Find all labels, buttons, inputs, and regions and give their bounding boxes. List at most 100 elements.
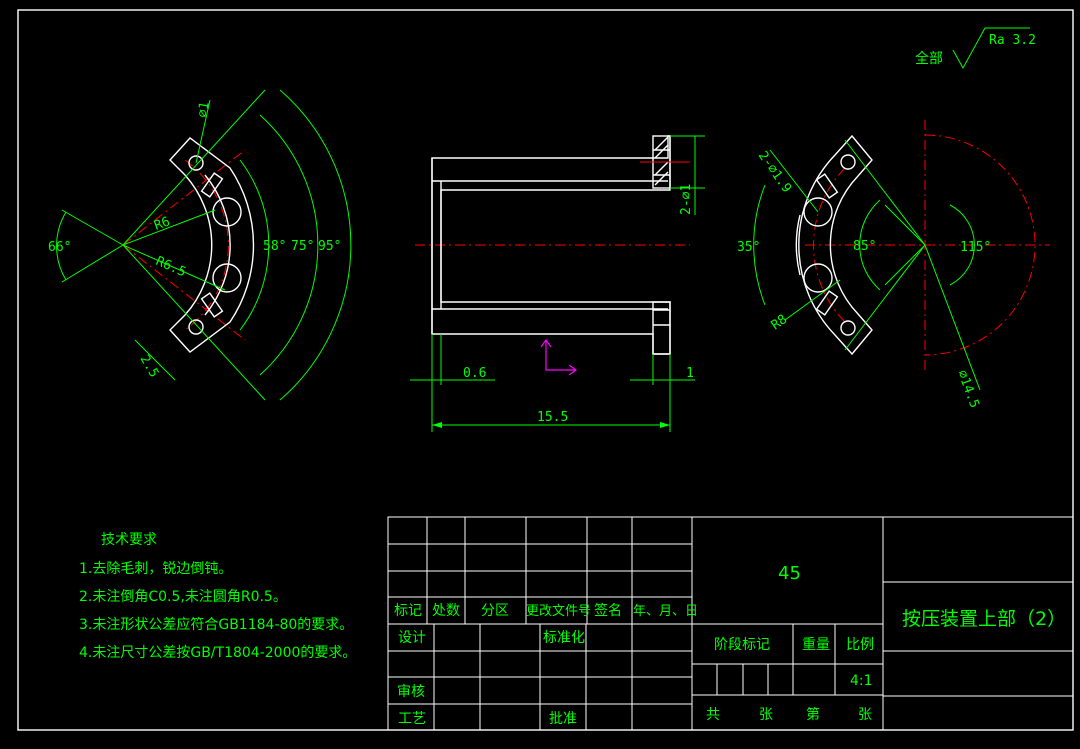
hdr-zone: 分区 xyxy=(481,603,509,619)
right-pitch-arc xyxy=(813,167,846,323)
tech-note-4: 4.未注尺寸公差按GB/T1804-2000的要求。 xyxy=(79,645,356,661)
label-scale: 比例 xyxy=(846,637,874,653)
ucs-y-arrow-icon xyxy=(540,338,552,348)
right-radius: R8 xyxy=(769,312,790,333)
left-angle-arc-95 xyxy=(279,89,352,401)
left-ext-line-c xyxy=(122,89,266,246)
right-ext-d xyxy=(884,244,926,286)
front-flange-bottom xyxy=(652,301,671,355)
surface-finish-label: 全部 xyxy=(915,50,943,67)
right-ext-a xyxy=(844,139,926,246)
left-part-outline xyxy=(169,137,255,353)
right-ext-c xyxy=(884,204,926,246)
right-large-hole-bottom xyxy=(803,263,833,293)
tech-note-3: 3.未注形状公差应符合GB1184-80的要求。 xyxy=(79,616,353,633)
left-radius-leader-r65 xyxy=(122,244,226,291)
left-small-hole-bottom xyxy=(188,319,204,335)
right-large-hole-top xyxy=(803,197,833,227)
right-angle-85: 85° xyxy=(853,239,876,254)
hdr-date: 年、月、日 xyxy=(633,604,698,619)
right-angle-arc-85 xyxy=(859,199,881,291)
left-width-dim-line xyxy=(134,339,176,381)
right-angle-arc-35 xyxy=(753,184,766,306)
scale-value: 4:1 xyxy=(850,673,873,689)
left-centerline-lower xyxy=(122,244,246,341)
left-angle-arc-58 xyxy=(239,159,270,331)
front-hole-label: 2-⌀1 xyxy=(679,184,694,215)
tech-note-1: 1.去除毛刺，锐边倒钝。 xyxy=(79,561,232,577)
arrow-left-icon xyxy=(432,422,442,428)
left-inner-arc xyxy=(204,174,231,316)
hatch-4 xyxy=(654,171,669,186)
hdr-count: 处数 xyxy=(432,603,460,619)
front-dim-length: 15.5 xyxy=(537,410,568,425)
surface-finish-symbol: 全部 Ra 3.2 xyxy=(915,27,1036,70)
right-slot-bottom xyxy=(815,290,839,316)
left-large-hole-top xyxy=(212,197,242,227)
tech-note-2: 2.未注倒角C0.5,未注圆角R0.5。 xyxy=(79,589,287,605)
right-small-hole-top xyxy=(840,154,856,170)
left-pitch-arc xyxy=(184,159,229,331)
right-diameter: ⌀14.5 xyxy=(954,368,981,410)
ucs-axis-icon xyxy=(545,340,576,371)
right-angle-115: 115° xyxy=(960,240,991,255)
roughness-check-icon xyxy=(952,27,1030,70)
hatch-3 xyxy=(654,161,669,176)
right-small-hole-bottom xyxy=(840,320,856,336)
tech-notes-title: 技术要求 xyxy=(101,532,157,548)
hatch-2 xyxy=(654,144,669,159)
left-ext-line-d xyxy=(122,244,266,401)
left-radius-leader-r6 xyxy=(122,209,216,246)
label-sheets-total: 共 xyxy=(706,707,720,723)
right-part-outline xyxy=(798,134,873,356)
left-small-hole-top xyxy=(188,155,204,171)
arrow-right-icon xyxy=(660,422,670,428)
left-width: 2.5 xyxy=(137,353,162,381)
ucs-x-arrow-icon xyxy=(568,364,578,376)
left-large-hole-bottom xyxy=(212,263,242,293)
right-outer-arc xyxy=(795,214,801,276)
surface-finish-value: Ra 3.2 xyxy=(989,33,1036,48)
left-centerline-upper xyxy=(122,149,246,246)
left-slot-bottom xyxy=(200,292,224,318)
right-angle-arc-115 xyxy=(949,204,975,286)
right-holes-leader xyxy=(769,149,819,213)
part-name: 按压装置上部（2） xyxy=(902,608,1066,630)
front-view: 2-⌀1 0.6 1 15.5 xyxy=(410,135,705,432)
hatch-1 xyxy=(654,136,669,151)
left-angle-75: 75° xyxy=(291,239,314,254)
hdr-sign: 签名 xyxy=(594,602,622,619)
front-dim-flange: 1 xyxy=(686,366,694,381)
left-angle-arc-66 xyxy=(56,211,67,281)
label-weight: 重量 xyxy=(802,637,830,653)
left-hole-leader xyxy=(195,99,211,164)
title-block: 标记 处数 分区 更改文件号 签名 年、月、日 设计 标准化 审核 工艺 批准 … xyxy=(387,516,1074,731)
right-ext-b xyxy=(844,244,926,351)
label-sheet-no: 第 xyxy=(806,706,820,723)
label-approve: 批准 xyxy=(549,711,577,727)
left-ext-line-b xyxy=(61,244,124,283)
label-design: 设计 xyxy=(398,630,426,646)
right-radius-leader xyxy=(784,279,841,321)
left-angle-66: 66° xyxy=(48,240,71,255)
left-hole-dia: ⌀1 xyxy=(195,101,212,119)
left-radius-r65: R6.5 xyxy=(153,254,188,280)
label-process: 工艺 xyxy=(398,711,426,727)
right-angle-35: 35° xyxy=(737,240,760,255)
right-view: 35° 85° 115° 2-⌀1.9 R8 ⌀14.5 xyxy=(737,120,1050,410)
technical-requirements: 技术要求 1.去除毛刺，锐边倒钝。 2.未注倒角C0.5,未注圆角R0.5。 3… xyxy=(79,532,356,661)
left-slot-top xyxy=(200,172,224,198)
right-slot-top xyxy=(815,173,839,199)
hdr-mark: 标记 xyxy=(394,603,422,619)
right-dia-leader xyxy=(924,244,981,391)
left-ext-line-a xyxy=(61,209,124,246)
label-sheets-unit: 张 xyxy=(759,707,773,723)
left-angle-95: 95° xyxy=(318,239,341,254)
left-angle-58: 58° xyxy=(263,239,286,254)
hdr-change-doc: 更改文件号 xyxy=(526,604,591,619)
label-review: 审核 xyxy=(397,684,425,700)
label-sheet-unit2: 张 xyxy=(858,707,872,723)
label-standardize: 标准化 xyxy=(543,630,585,646)
left-angle-arc-75 xyxy=(259,114,319,376)
